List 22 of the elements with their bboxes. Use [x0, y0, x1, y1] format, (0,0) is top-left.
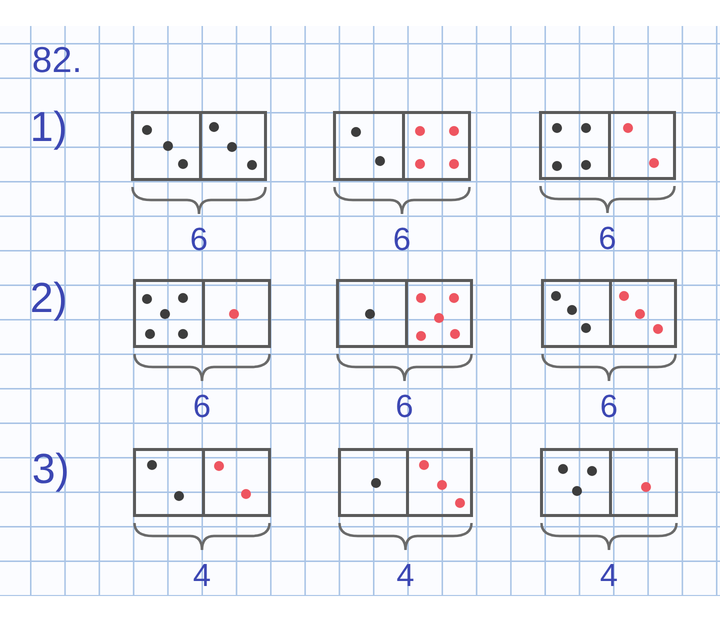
- row-number: 3): [32, 448, 70, 490]
- sum-number: 6: [598, 222, 616, 254]
- domino-tile: [541, 279, 677, 348]
- sum-number: 6: [190, 223, 208, 255]
- sum-number: 6: [193, 390, 211, 422]
- domino-tile: [333, 111, 471, 181]
- row-number: 1): [30, 106, 68, 148]
- sum-number: 4: [193, 559, 211, 591]
- domino-tile: [133, 448, 271, 517]
- domino-tile: [131, 111, 267, 181]
- sum-number: 6: [393, 223, 411, 255]
- domino-tile: [539, 111, 676, 180]
- domino-tile: [338, 448, 473, 517]
- domino-tile: [540, 448, 678, 517]
- exercise-number: 82.: [32, 42, 82, 78]
- sum-number: 4: [396, 559, 414, 591]
- sum-number: 6: [600, 390, 618, 422]
- sum-number: 4: [600, 559, 618, 591]
- domino-tile: [336, 279, 473, 348]
- sum-number: 6: [396, 390, 414, 422]
- domino-tile: [133, 279, 271, 348]
- row-number: 2): [30, 277, 68, 319]
